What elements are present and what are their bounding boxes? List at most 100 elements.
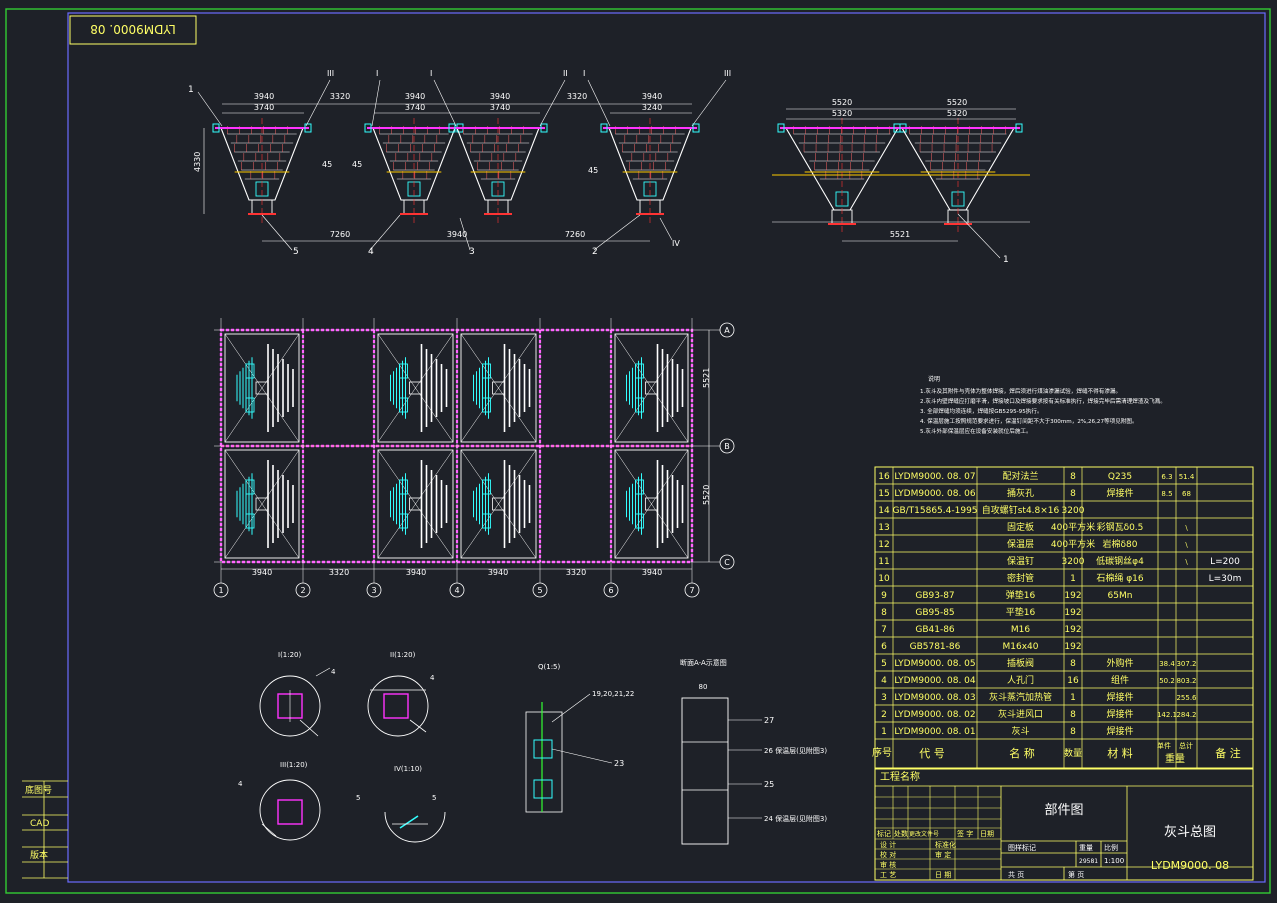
bom-cell-no: 7 bbox=[881, 625, 887, 635]
elev-hopper-1-flange-bolt bbox=[304, 123, 312, 133]
dim-3740-b: 3740 bbox=[405, 103, 425, 112]
detail-II-callout: 4 bbox=[430, 674, 435, 682]
elevation-dimensions: 3940 3740 3320 3940 3740 3940 3740 3320 … bbox=[193, 92, 967, 239]
plan-manhole bbox=[245, 513, 255, 529]
tb-project-name: 工程名称 bbox=[880, 770, 920, 783]
bom-cell-mat: 焊接件 bbox=[1106, 708, 1133, 720]
elev-dim-line bbox=[539, 79, 566, 127]
elev-dim-line bbox=[369, 214, 401, 251]
axis-6: 6 bbox=[608, 586, 613, 595]
note-line-1: 1.灰斗及其附件与壳体为整体焊接，焊后须进行煤油渗漏试验，焊缝不得有渗漏。 bbox=[920, 387, 1121, 395]
plan-manhole bbox=[482, 513, 491, 529]
dim-3940-d: 3940 bbox=[642, 92, 662, 101]
stamp-banben: 版本 bbox=[30, 849, 48, 861]
bom-cell-name: M16 bbox=[1011, 625, 1030, 635]
tb-count: 处数 bbox=[894, 829, 908, 838]
bom-cell-total: 68 bbox=[1182, 490, 1191, 498]
plan-manhole bbox=[399, 479, 408, 495]
plan-dim-5521: 5521 bbox=[702, 368, 711, 388]
elev-dim-line bbox=[371, 79, 381, 127]
bom-cell-name: 固定板 bbox=[1007, 521, 1034, 533]
elev-hopper-4-flange-bolt bbox=[692, 123, 700, 133]
dim-3740-c: 3740 bbox=[490, 103, 510, 112]
bom-cell-name: 灰斗蒸汽加热管 bbox=[989, 691, 1052, 703]
elevation-callouts: 1 III I I II I III 5 4 3 2 IV 1 bbox=[188, 69, 1009, 265]
bom-cell-name: 自攻螺钉st4.8×16 bbox=[982, 504, 1060, 516]
plan-manhole bbox=[482, 363, 491, 379]
detail-section-label: Q(1:5) bbox=[538, 663, 561, 671]
tb-audit: 审 定 bbox=[935, 850, 951, 859]
elev-dim-line bbox=[659, 217, 673, 241]
detail-wall-title: 断面A-A示意图 bbox=[680, 658, 727, 667]
bom-cell-mat: 岩棉δ80 bbox=[1103, 538, 1138, 550]
callout-25: 25 bbox=[764, 780, 774, 789]
bom-cell-total: 284.2 bbox=[1176, 711, 1196, 719]
axis-2: 2 bbox=[300, 586, 305, 595]
bom-cell-name: 弹垫16 bbox=[1006, 589, 1036, 601]
bom-cell-total: \ bbox=[1185, 541, 1188, 549]
detail-III-label: III(1:20) bbox=[280, 761, 308, 769]
rotated-drawing-number: LYDM9000. 08 bbox=[90, 22, 175, 36]
tb-mark: 标记 bbox=[877, 829, 891, 838]
wall-dim-80: 80 bbox=[699, 683, 708, 691]
dim-4330: 4330 bbox=[193, 152, 202, 172]
plan-manhole bbox=[245, 363, 255, 379]
bom-header: 序号 代 号 名 称 数量 材 料 单件 总计 重量 备 注 bbox=[872, 741, 1241, 765]
rotated-number-box bbox=[69, 15, 197, 45]
bom-cell-qty: 192 bbox=[1064, 625, 1081, 635]
tb-drawing-title: 灰斗总图 bbox=[1164, 825, 1216, 840]
tb-scale-lbl: 比例 bbox=[1104, 843, 1118, 852]
plan-dim-3940-c: 3940 bbox=[488, 568, 508, 577]
bom-cell-name: 保温层 bbox=[1007, 538, 1034, 550]
bom-cell-code: LYDM9000. 08. 06 bbox=[894, 489, 976, 499]
tb-std: 标准化 bbox=[935, 840, 956, 849]
detail-III-callout: 4 bbox=[238, 780, 243, 788]
bom-cell-name: 插板阀 bbox=[1007, 657, 1034, 669]
plan-hopper-cell bbox=[224, 333, 300, 443]
callout-2: 2 bbox=[592, 247, 598, 257]
callout-III-b: III bbox=[724, 69, 731, 78]
plan-manhole bbox=[245, 479, 255, 495]
front-elevation-views bbox=[197, 79, 1030, 259]
elev-hopper-3-flange-bolt bbox=[540, 123, 548, 133]
dim-45-b: 45 bbox=[352, 160, 362, 169]
tb-change-no: 更改文件号 bbox=[909, 830, 939, 838]
axis-7: 7 bbox=[689, 586, 694, 595]
bom-cell-qty: 3200 bbox=[1062, 506, 1085, 516]
dim-3320-a: 3320 bbox=[330, 92, 350, 101]
bom-cell-qty: 192 bbox=[1064, 642, 1081, 652]
bom-cell-qty: 400平方米 bbox=[1051, 538, 1095, 550]
plan-hopper-cell bbox=[224, 449, 300, 559]
plan-hopper-cell bbox=[377, 333, 454, 443]
bom-cell-no: 9 bbox=[881, 591, 887, 601]
plan-hopper-top bbox=[377, 333, 454, 443]
bom-cell-name: 平垫16 bbox=[1006, 606, 1036, 618]
elev-dim-line bbox=[957, 213, 1001, 259]
callout-I-a: I bbox=[376, 69, 378, 78]
bom-cell-qty: 8 bbox=[1070, 710, 1076, 720]
bom-cell-name: 保温钉 bbox=[1007, 555, 1034, 567]
plan-hopper-diag bbox=[377, 333, 454, 443]
elev-hopper-1-flange-bolt bbox=[212, 123, 220, 133]
bom-cell-no: 12 bbox=[878, 540, 889, 550]
bom-cell-code: GB5781-86 bbox=[910, 642, 961, 652]
bom-cell-total: \ bbox=[1185, 524, 1188, 532]
bom-cell-mat: 外购件 bbox=[1106, 657, 1133, 669]
tb-check: 审 核 bbox=[880, 860, 896, 869]
tb-page: 第 页 bbox=[1068, 870, 1084, 879]
elev-dim-line bbox=[261, 214, 293, 251]
dim-5520-a: 5520 bbox=[832, 98, 852, 107]
plan-hopper-cell bbox=[377, 449, 454, 559]
plan-dim-3320-b: 3320 bbox=[566, 568, 586, 577]
stamp-cad: CAD bbox=[30, 819, 49, 829]
bom-cell-code: GB/T15865.4-1995 bbox=[892, 506, 977, 516]
bom-hdr-weight: 重量 bbox=[1165, 752, 1185, 765]
dim-5320-a: 5320 bbox=[832, 109, 852, 118]
plan-manhole bbox=[635, 363, 644, 379]
bom-cell-name: M16x40 bbox=[1003, 642, 1039, 652]
side-hopper-2-flange-bolt bbox=[893, 123, 901, 133]
bom-cell-no: 3 bbox=[881, 693, 887, 703]
tb-scale: 1:100 bbox=[1104, 857, 1124, 865]
axis-5: 5 bbox=[537, 586, 542, 595]
